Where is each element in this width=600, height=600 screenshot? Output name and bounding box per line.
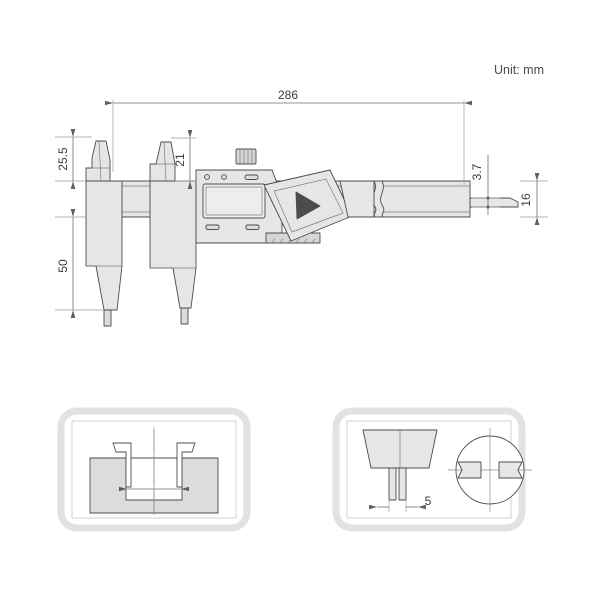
thumb-roller[interactable]: [235, 148, 257, 165]
detail-dimension-label-5: 5: [425, 494, 432, 508]
dimension-label-21: 21: [173, 153, 187, 167]
play-button[interactable]: [263, 169, 353, 242]
lower-jaw-fixed: [85, 180, 123, 327]
unit-note: Unit: mm: [494, 63, 544, 77]
bottom-tab-right: [245, 224, 260, 230]
display-head: [195, 148, 375, 244]
dimension-depth-rod: 3.7: [470, 155, 500, 215]
upper-jaw-sliding: [149, 141, 176, 182]
caliper-side-view: 286 25.5 21 50: [55, 88, 548, 327]
detail-groove-measurement: [57, 407, 251, 532]
upper-jaw-fixed: [85, 140, 111, 182]
dimension-upper-jaw-right: 21: [171, 130, 196, 189]
dimension-upper-jaw-left: 25.5: [55, 129, 92, 189]
lcd-screen: [202, 183, 266, 219]
bottom-tab-left: [205, 224, 220, 230]
dimension-label-16: 16: [519, 193, 533, 207]
dimension-beam-height: 16: [519, 173, 548, 225]
slider-lock[interactable]: [244, 174, 259, 180]
dimension-label-3-7: 3.7: [470, 163, 484, 180]
detail-jaw-tip: 5: [332, 407, 532, 532]
button-right[interactable]: [221, 174, 227, 180]
depth-rod: [469, 197, 519, 208]
dimension-label-25-5: 25.5: [56, 147, 70, 171]
dimension-label-50: 50: [56, 259, 70, 273]
dimension-lower-jaw-depth: 50: [55, 209, 104, 318]
jaw-tip-circular: [448, 428, 532, 512]
jaw-tip-front: 5: [362, 429, 438, 512]
dimension-overall-length: 286: [105, 88, 472, 185]
dimension-label-286: 286: [278, 88, 298, 102]
button-left[interactable]: [204, 174, 210, 180]
lower-jaw-sliding: [149, 180, 197, 325]
